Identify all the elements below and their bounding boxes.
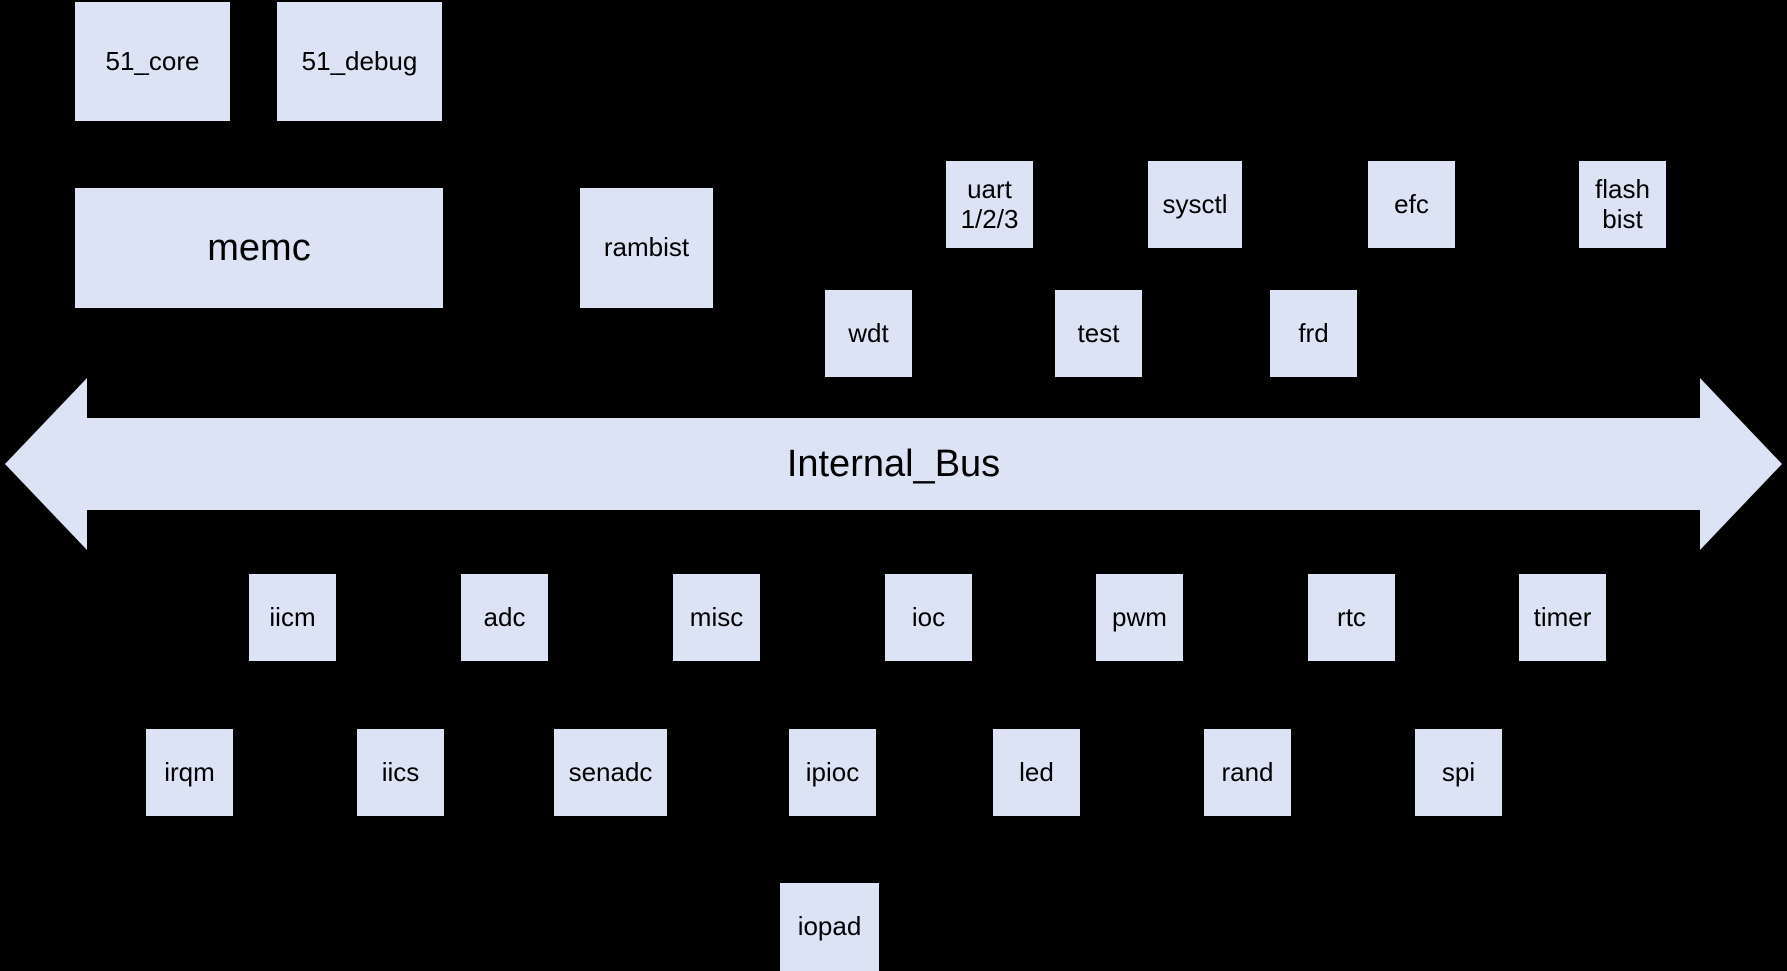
block-timer[interactable]: timer <box>1519 574 1606 661</box>
block-iopad[interactable]: iopad <box>780 883 879 971</box>
block-pwm[interactable]: pwm <box>1096 574 1183 661</box>
block-51-core[interactable]: 51_core <box>75 2 230 121</box>
block-rambist[interactable]: rambist <box>580 188 713 308</box>
block-memc[interactable]: memc <box>75 188 443 308</box>
block-sysctl[interactable]: sysctl <box>1148 161 1242 248</box>
block-ioc[interactable]: ioc <box>885 574 972 661</box>
block-spi[interactable]: spi <box>1415 729 1502 816</box>
block-iicm[interactable]: iicm <box>249 574 336 661</box>
block-frd[interactable]: frd <box>1270 290 1357 377</box>
block-senadc[interactable]: senadc <box>554 729 667 816</box>
block-irqm[interactable]: irqm <box>146 729 233 816</box>
block-wdt[interactable]: wdt <box>825 290 912 377</box>
internal-bus-arrow <box>0 378 1787 550</box>
block-ipioc[interactable]: ipioc <box>789 729 876 816</box>
block-adc[interactable]: adc <box>461 574 548 661</box>
block-51-debug[interactable]: 51_debug <box>277 2 442 121</box>
block-test[interactable]: test <box>1055 290 1142 377</box>
block-rand[interactable]: rand <box>1204 729 1291 816</box>
block-efc[interactable]: efc <box>1368 161 1455 248</box>
block-led[interactable]: led <box>993 729 1080 816</box>
bus-arrow-shape <box>5 378 1782 550</box>
block-misc[interactable]: misc <box>673 574 760 661</box>
block-rtc[interactable]: rtc <box>1308 574 1395 661</box>
block-uart-1-2-3[interactable]: uart 1/2/3 <box>946 161 1033 248</box>
block-iics[interactable]: iics <box>357 729 444 816</box>
block-flash-bist[interactable]: flash bist <box>1579 161 1666 248</box>
